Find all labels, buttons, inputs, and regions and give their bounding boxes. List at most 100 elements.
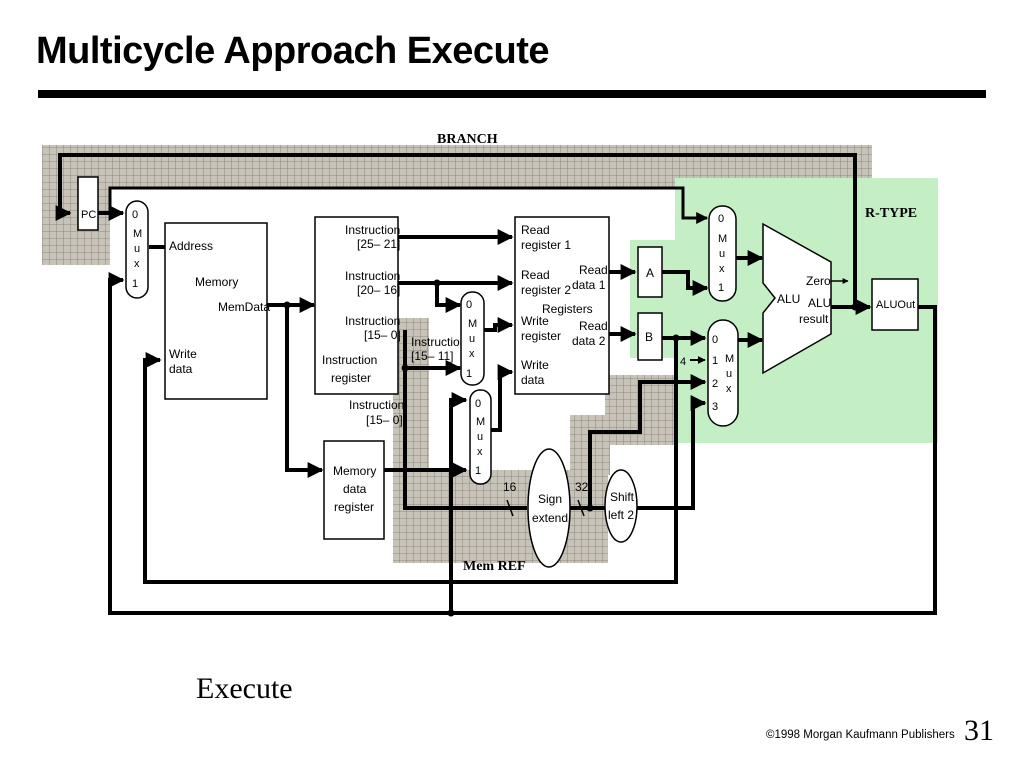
- aluout-register: [871, 278, 919, 331]
- instr-15-0-label: Instruction: [349, 398, 404, 412]
- sign-extend-label-b: extend: [532, 511, 568, 525]
- ir-field1-bits: [25– 21]: [357, 237, 400, 251]
- address-mux: [125, 200, 149, 299]
- reg-read-data2-a: Read: [579, 319, 608, 333]
- copyright-notice: ©1998 Morgan Kaufmann Publishers: [766, 729, 955, 741]
- address-mux-in0: 0: [132, 209, 138, 221]
- memtoreg-mux-x: x: [477, 446, 483, 458]
- reg-read-data1-b: data 1: [572, 278, 606, 292]
- regdst-mux-u: u: [469, 333, 475, 345]
- alusrcb-mux-in3: 3: [712, 401, 718, 413]
- regdst-mux: [460, 291, 485, 386]
- memref-region: [393, 318, 675, 563]
- instruction-register: [314, 216, 399, 395]
- address-mux-m: M: [133, 228, 142, 240]
- mdr-label-c: register: [334, 500, 374, 514]
- register-a: [637, 246, 663, 298]
- alusrcb-mux-m: M: [725, 353, 734, 365]
- alusrcb-mux-in1: 1: [712, 355, 718, 367]
- address-mux-x: x: [134, 258, 140, 270]
- instr-15-0-bits: [15– 0]: [366, 413, 403, 427]
- alusrca-mux-m: M: [718, 233, 727, 245]
- register-file: [514, 216, 610, 395]
- reg-write-register-b: register: [521, 329, 561, 343]
- regdst-mux-in0: 0: [466, 299, 472, 311]
- register-a-label: A: [646, 266, 654, 280]
- alu-result-label-a: ALU: [808, 296, 831, 310]
- memory-write-label: Write: [169, 347, 197, 361]
- alu-unit: [762, 222, 832, 375]
- pc-register: [77, 176, 99, 231]
- regdst-mux-in1: 1: [466, 368, 472, 380]
- reg-write-data-b: data: [521, 373, 545, 387]
- memtoreg-mux: [469, 389, 492, 485]
- slide-title: Multicycle Approach Execute: [36, 30, 550, 72]
- branch-label: BRANCH: [437, 132, 498, 147]
- alusrca-mux-u: u: [719, 248, 725, 260]
- ir-field2-bits: [20– 16]: [357, 283, 400, 297]
- alu-zero-label: Zero: [806, 274, 831, 288]
- memory-name: Memory: [195, 275, 238, 289]
- alusrca-mux: [708, 205, 737, 302]
- regdst-mux-x: x: [469, 348, 475, 360]
- pc-label: PC: [81, 209, 96, 221]
- alu-name: ALU: [777, 292, 800, 306]
- mdr-label-a: Memory: [333, 464, 376, 478]
- shift-left-label-a: Shift: [610, 490, 635, 504]
- ir-name1: Instruction: [322, 353, 377, 367]
- wire-junctions: [283, 279, 859, 617]
- sign-extend-label-a: Sign: [538, 492, 562, 506]
- reg-read-register2-a: Read: [521, 268, 550, 282]
- reg-read-register1-b: register 1: [521, 238, 571, 252]
- alusrca-mux-in0: 0: [718, 213, 724, 225]
- aluout-label: ALUOut: [876, 299, 915, 311]
- memory-address-port: Address: [169, 239, 213, 253]
- ir-field1-label: Instruction: [345, 223, 400, 237]
- shift-left-label-b: left 2: [608, 508, 634, 522]
- alusrca-mux-x: x: [719, 263, 725, 275]
- address-mux-u: u: [134, 243, 140, 255]
- memory-unit: [164, 222, 268, 400]
- bus-width-ticks: [506, 499, 585, 517]
- memtoreg-mux-u: u: [477, 431, 483, 443]
- memory-memdata-port: MemData: [218, 300, 270, 314]
- memref-label: Mem REF: [463, 559, 526, 574]
- rtype-label: R-TYPE: [865, 206, 917, 221]
- memtoreg-mux-in1: 1: [475, 465, 481, 477]
- sign-extend-out-bits: 32: [575, 480, 589, 494]
- ir-name2: register: [331, 371, 371, 385]
- reg-write-register-a: Write: [521, 314, 549, 328]
- memory-data-register: [323, 440, 385, 540]
- memory-data-label: data: [169, 362, 193, 376]
- reg-read-data1-a: Read: [579, 263, 608, 277]
- memtoreg-mux-in0: 0: [475, 398, 481, 410]
- reg-read-register2-b: register 2: [521, 283, 571, 297]
- register-b-label: B: [645, 330, 653, 344]
- shift-left-unit: [604, 469, 638, 543]
- ir-field3-bits: [15– 0]: [364, 328, 401, 342]
- sign-extend-in-bits: 16: [503, 480, 517, 494]
- instr-15-11-bits: [15– 11]: [411, 349, 453, 363]
- alusrca-mux-in1: 1: [718, 282, 724, 294]
- address-mux-in1: 1: [132, 278, 138, 290]
- alu-result-label-b: result: [799, 312, 829, 326]
- const-four-label: 4: [680, 356, 686, 368]
- register-b: [637, 312, 663, 361]
- alusrcb-mux-in0: 0: [712, 334, 718, 346]
- mdr-label-b: data: [343, 482, 367, 496]
- alusrcb-mux-in2: 2: [712, 378, 718, 390]
- slide-caption: Execute: [196, 672, 293, 705]
- registers-name: Registers: [542, 302, 593, 316]
- alusrcb-mux-u: u: [726, 368, 732, 380]
- regdst-mux-m: M: [468, 318, 477, 330]
- alusrcb-mux: [707, 319, 739, 427]
- reg-read-data2-b: data 2: [572, 334, 606, 348]
- reg-write-data-a: Write: [521, 358, 549, 372]
- sign-extend-unit: [527, 448, 571, 568]
- ir-field2-label: Instruction: [345, 269, 400, 283]
- alusrcb-mux-x: x: [726, 383, 732, 395]
- reg-read-register1-a: Read: [521, 223, 550, 237]
- ir-field3-label: Instruction: [345, 314, 400, 328]
- instr-15-11-label: Instruction: [411, 335, 466, 349]
